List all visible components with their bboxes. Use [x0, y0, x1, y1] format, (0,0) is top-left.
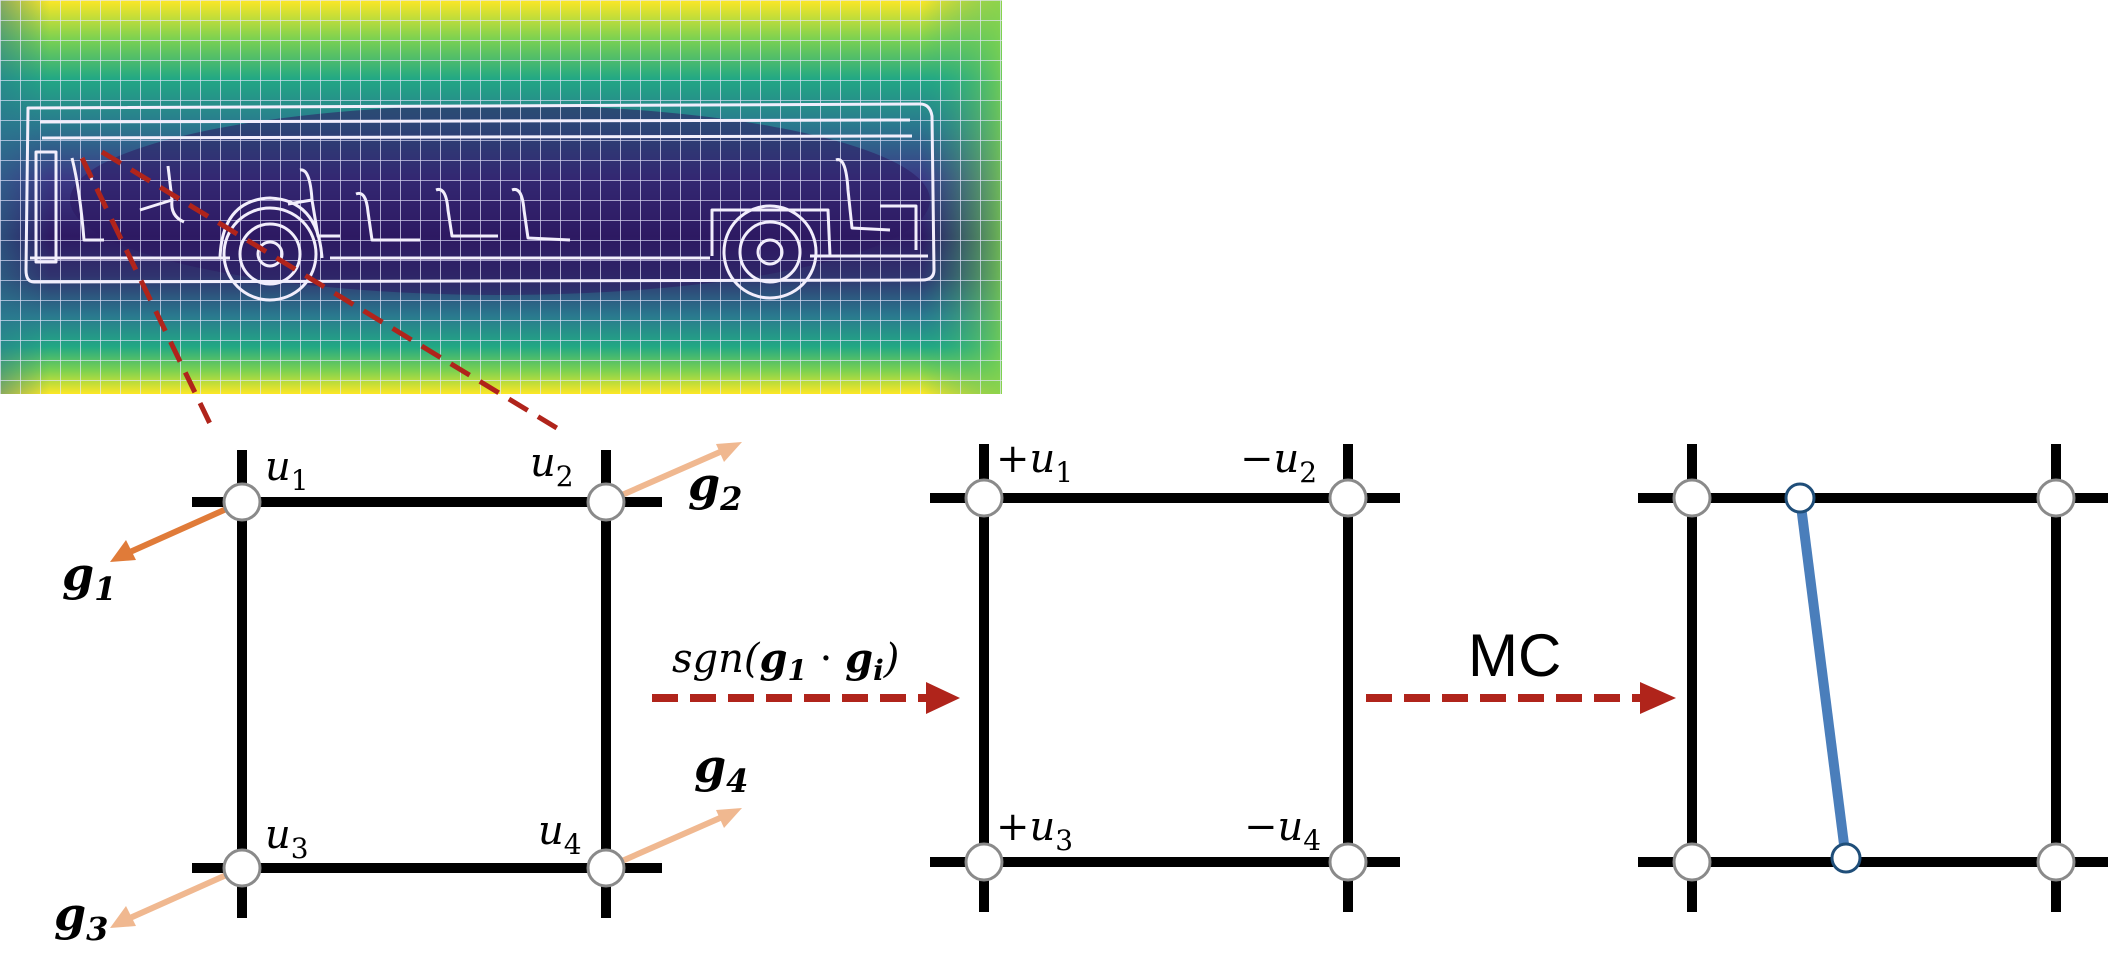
- g3-vector: [110, 865, 244, 928]
- node-u1: [222, 482, 262, 522]
- label-u1: u1: [265, 444, 309, 497]
- isocontour-segment: [1795, 497, 1851, 861]
- node-u2: [586, 482, 626, 522]
- node-p3-tl: [1672, 478, 1712, 518]
- label-g2: g2: [688, 457, 742, 518]
- label-s1: +u1: [996, 436, 1073, 489]
- panel2-nodes: [964, 478, 1368, 882]
- panel1-grid-cell: [192, 450, 662, 918]
- panel3-grid-cell: [1638, 444, 2108, 912]
- label-s2: −u2: [1240, 436, 1317, 489]
- label-s4: −u4: [1244, 804, 1321, 857]
- node-u3: [222, 848, 262, 888]
- label-u3: u3: [265, 812, 309, 865]
- node-s4: [1328, 842, 1368, 882]
- label-g1: g1: [62, 547, 116, 608]
- node-p3-bl: [1672, 842, 1712, 882]
- mc-label: MC: [1468, 622, 1561, 689]
- label-g4: g4: [694, 739, 748, 800]
- panel3-nodes: [1672, 478, 2076, 882]
- label-s3: +u3: [996, 804, 1073, 857]
- node-u4: [586, 848, 626, 888]
- g2-vector: [604, 442, 742, 505]
- node-s1: [964, 478, 1004, 518]
- label-g3: g3: [54, 887, 108, 948]
- node-p3-br: [2036, 842, 2076, 882]
- transition2-arrow: [1366, 682, 1676, 714]
- node-s3: [964, 842, 1004, 882]
- transition1-arrow: [652, 682, 960, 714]
- transition1-label: sgn(g1 · gi): [672, 635, 899, 687]
- distance-field-image: [0, 0, 1002, 394]
- zoom-lines: [79, 149, 562, 434]
- panel2-grid-cell: [930, 444, 1400, 912]
- label-u2: u2: [530, 440, 574, 493]
- node-s2: [1328, 478, 1368, 518]
- iso-point-top: [1784, 482, 1816, 514]
- label-u4: u4: [538, 808, 582, 861]
- panel1-nodes: [222, 482, 626, 888]
- iso-point-bottom: [1830, 842, 1862, 874]
- g1-vector: [110, 499, 244, 562]
- g4-vector: [604, 808, 742, 871]
- node-p3-tr: [2036, 478, 2076, 518]
